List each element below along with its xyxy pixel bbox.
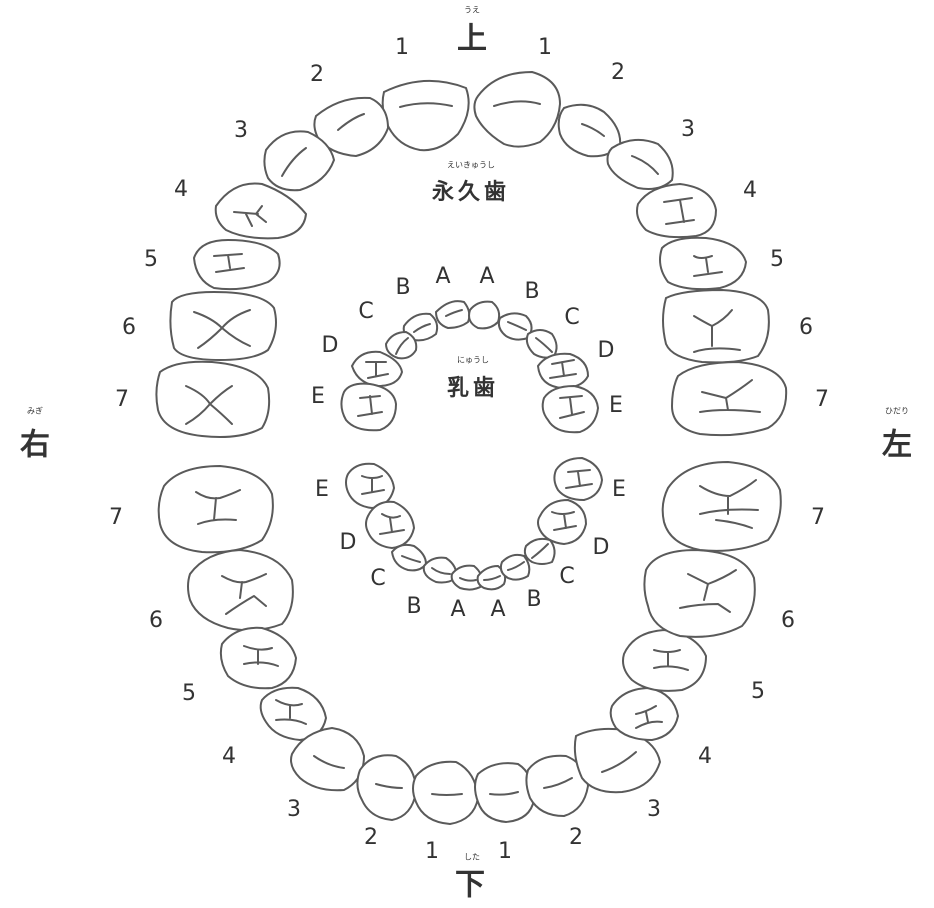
tooth-upper-right-4 [216,183,306,238]
tooth-upper-right-7 [156,362,269,437]
label-lower-left-3: 3 [647,797,661,822]
label-primary-lower-left-E: E [612,477,626,502]
label-primary-lower-left-A: A [490,597,505,622]
label-upper-right-1: 1 [395,35,409,60]
label-lower-left-7: 7 [811,505,825,530]
permanent-ruby: えいきゅうし [447,161,495,170]
label-upper-right-4: 4 [174,177,188,202]
label-upper-left-7: 7 [815,387,829,412]
label-upper-right-3: 3 [234,118,248,143]
label-upper-left-4: 4 [743,178,757,203]
tooth-upper-left-7 [672,362,786,435]
label-primary-lower-right-C: C [370,566,385,591]
primary-upper-left-C [527,330,557,358]
label-lower-right-1: 1 [425,839,439,864]
lower-ruby: した [464,853,480,862]
tooth-upper-left-4 [637,184,716,237]
label-upper-right-2: 2 [310,62,324,87]
label-primary-upper-right-E: E [311,384,325,409]
label-primary-lower-right-A: A [450,597,465,622]
label-upper-left-2: 2 [611,60,625,85]
left-label: 左 [882,428,912,463]
label-primary-upper-right-B: B [395,275,410,300]
label-primary-lower-right-B: B [406,594,421,619]
label-primary-upper-right-A: A [435,264,450,289]
permanent-label: 永久歯 [432,179,510,205]
label-upper-left-1: 1 [538,35,552,60]
tooth-upper-left-6 [663,290,769,362]
primary-label: 乳歯 [447,375,499,401]
tooth-lower-right-6 [188,550,293,630]
label-lower-right-3: 3 [287,797,301,822]
tooth-lower-left-1 [475,763,534,822]
label-upper-right-7: 7 [115,387,129,412]
label-primary-lower-left-B: B [526,587,541,612]
tooth-upper-left-1 [474,72,560,147]
primary-upper-left-A [469,302,499,329]
tooth-lower-left-4 [611,688,678,740]
label-primary-upper-left-A: A [479,264,494,289]
label-primary-upper-right-D: D [322,333,339,358]
right-label: 右 [20,428,50,463]
primary-lower-left-C [525,539,555,564]
tooth-upper-right-6 [170,292,276,360]
label-upper-left-3: 3 [681,117,695,142]
label-lower-left-4: 4 [698,744,712,769]
label-lower-right-7: 7 [109,505,123,530]
left-ruby: ひだり [885,407,909,416]
label-lower-left-6: 6 [781,608,795,633]
label-lower-right-5: 5 [182,681,196,706]
label-primary-upper-left-E: E [609,393,623,418]
lower-label: 下 [455,868,485,903]
label-lower-right-6: 6 [149,608,163,633]
primary-lower-left-D [538,500,586,544]
tooth-lower-right-1 [413,762,478,824]
tooth-upper-left-5 [660,238,746,289]
label-primary-upper-right-C: C [358,299,373,324]
label-upper-left-6: 6 [799,315,813,340]
label-primary-upper-left-B: B [524,279,539,304]
tooth-lower-right-5 [221,628,296,688]
primary-upper-left-D [538,354,588,388]
letters-lower-left: E D C B A [490,477,625,622]
primary-lower-right-D [366,502,414,548]
primary-ruby: にゅうし [457,356,489,365]
label-upper-left-5: 5 [770,247,784,272]
label-lower-left-2: 2 [569,825,583,850]
label-lower-right-2: 2 [364,825,378,850]
label-lower-right-4: 4 [222,744,236,769]
primary-upper-right-C [386,332,416,358]
tooth-lower-right-7 [159,466,273,552]
primary-upper-right-A [436,301,469,328]
upper-ruby: うえ [464,6,480,15]
label-lower-left-1: 1 [498,839,512,864]
upper-label: 上 [457,22,487,57]
tooth-lower-left-7 [663,462,781,551]
primary-lower-right-C [392,545,426,571]
tooth-upper-right-1 [383,81,469,150]
label-lower-left-5: 5 [751,679,765,704]
label-primary-upper-left-C: C [564,305,579,330]
label-primary-upper-left-D: D [598,338,615,363]
label-primary-lower-right-E: E [315,477,329,502]
tooth-upper-left-3 [608,140,673,189]
label-primary-lower-right-D: D [340,530,357,555]
primary-lower-left-E [554,458,602,500]
primary-lower-left-B [501,555,529,580]
tooth-lower-left-6 [644,550,754,637]
tooth-lower-right-2 [357,755,416,820]
label-primary-lower-left-C: C [559,564,574,589]
primary-upper-left-E [543,386,598,432]
label-upper-right-5: 5 [144,247,158,272]
label-upper-right-6: 6 [122,315,136,340]
tooth-upper-right-5 [194,240,280,289]
primary-upper-right-E [341,384,396,431]
right-ruby: みぎ [27,406,43,416]
tooth-lower-left-5 [623,630,706,691]
label-primary-lower-left-D: D [593,535,610,560]
